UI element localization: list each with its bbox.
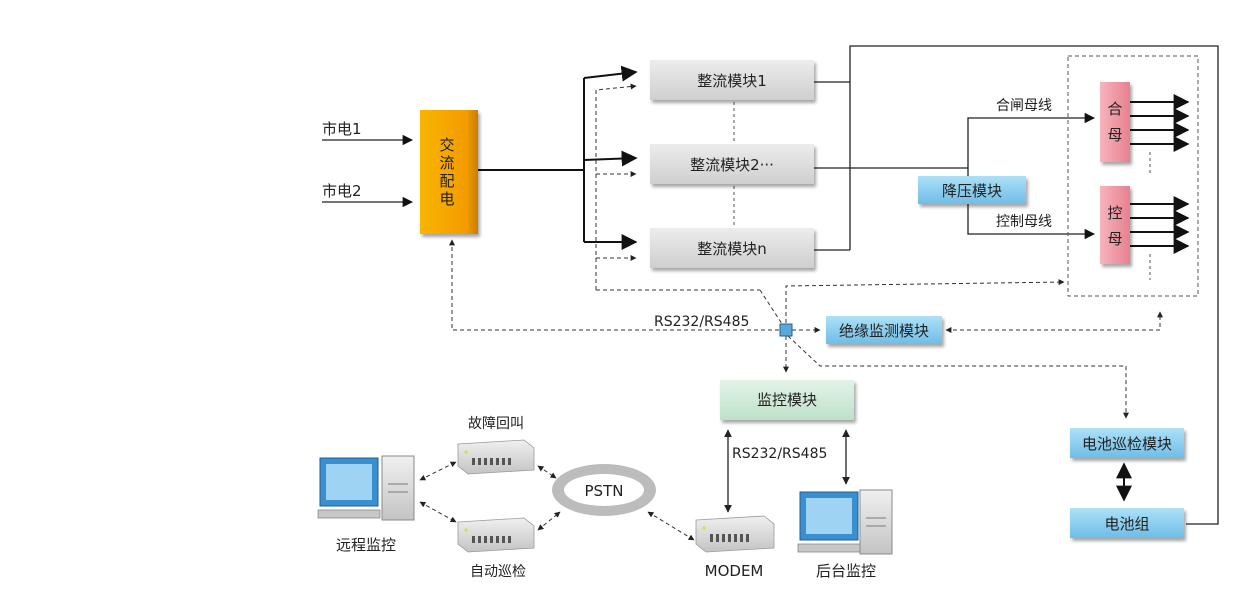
battery-inspection-module: 电池巡检模块 — [1070, 428, 1184, 458]
auto-patrol-modem-icon — [457, 517, 535, 553]
insulation-monitor-module: 绝缘监测模块 — [826, 316, 942, 344]
rectifier-label: 整流模块1 — [697, 72, 767, 90]
remote-monitor-computer-icon — [317, 455, 415, 521]
fault-callback-modem-icon — [457, 439, 535, 475]
rectifier-label: 整流模块n — [697, 240, 767, 258]
control-bus-char: 母 — [1107, 230, 1122, 248]
control-bus-block: 控 母 — [1100, 186, 1130, 264]
battery-group-label: 电池组 — [1104, 515, 1149, 533]
ac-dist-char: 配 — [439, 172, 454, 190]
backend-monitor-computer-icon — [797, 489, 893, 555]
ac-distribution-box: 交 流 配 电 — [420, 110, 478, 234]
insulation-label: 绝缘监测模块 — [839, 322, 929, 340]
modem-device-icon — [695, 515, 775, 553]
mains-2-label: 市电2 — [322, 182, 362, 200]
step-down-module: 降压模块 — [918, 176, 1026, 204]
rectifier-module-2: 整流模块2··· — [650, 144, 814, 184]
ac-dist-char: 电 — [439, 190, 454, 208]
modem-label: MODEM — [705, 562, 764, 580]
rs232-label-left: RS232/RS485 — [654, 314, 749, 330]
rs232-label-mid: RS232/RS485 — [732, 446, 827, 462]
monitor-module: 监控模块 — [720, 380, 854, 420]
backend-monitor-label: 后台监控 — [816, 562, 876, 580]
remote-monitor-label: 远程监控 — [336, 536, 396, 554]
closing-bus-block: 合 母 — [1100, 82, 1130, 162]
pstn-cloud: PSTN — [552, 464, 656, 516]
step-down-label: 降压模块 — [942, 182, 1002, 200]
ac-dist-char: 流 — [439, 154, 454, 172]
closing-bus-char: 母 — [1107, 126, 1122, 144]
control-bus-label: 控制母线 — [996, 214, 1052, 230]
rectifier-module-n: 整流模块n — [650, 228, 814, 268]
control-bus-char: 控 — [1107, 204, 1122, 222]
rectifier-module-1: 整流模块1 — [650, 60, 814, 100]
monitor-label: 监控模块 — [757, 391, 817, 409]
rectifier-label: 整流模块2··· — [690, 156, 774, 174]
fault-callback-label: 故障回叫 — [468, 416, 524, 432]
junction-node — [779, 323, 793, 337]
ac-dist-char: 交 — [439, 136, 454, 154]
auto-patrol-label: 自动巡检 — [470, 564, 526, 580]
battery-group: 电池组 — [1070, 508, 1184, 538]
mains-1-label: 市电1 — [322, 120, 362, 138]
pstn-label: PSTN — [585, 482, 624, 500]
closing-bus-char: 合 — [1107, 100, 1122, 118]
closing-bus-label: 合闸母线 — [996, 98, 1052, 114]
connectors — [322, 45, 1219, 541]
battery-inspection-label: 电池巡检模块 — [1082, 435, 1172, 453]
